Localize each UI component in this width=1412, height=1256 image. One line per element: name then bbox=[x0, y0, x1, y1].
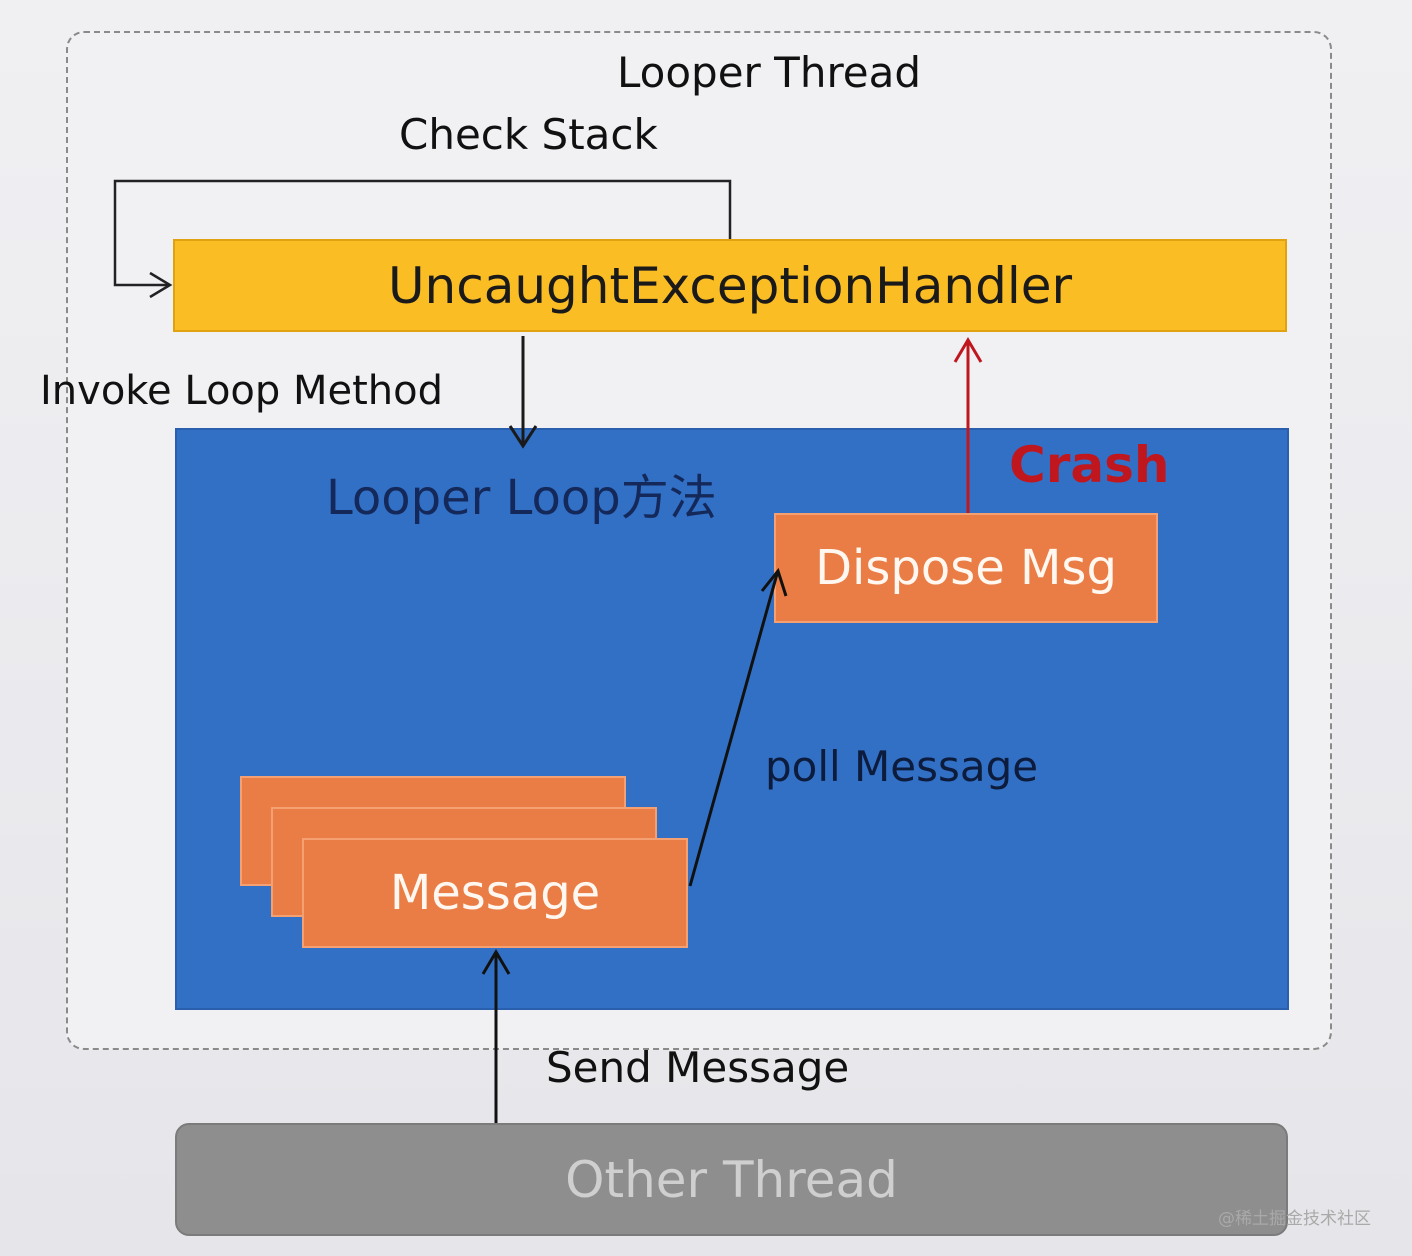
poll-message-label: poll Message bbox=[765, 742, 1039, 791]
other-thread-label: Other Thread bbox=[565, 1150, 898, 1209]
other-thread-box: Other Thread bbox=[175, 1123, 1288, 1236]
message-label: Message bbox=[389, 865, 601, 921]
uncaught-exception-handler-label: UncaughtExceptionHandler bbox=[387, 256, 1073, 315]
dispose-msg-label: Dispose Msg bbox=[815, 540, 1117, 596]
crash-label: Crash bbox=[1009, 436, 1170, 494]
invoke-loop-arrow bbox=[508, 336, 538, 449]
looper-loop-label: Looper Loop方法 bbox=[326, 470, 717, 526]
send-message-label: Send Message bbox=[546, 1043, 850, 1092]
dispose-msg-box: Dispose Msg bbox=[774, 513, 1158, 623]
crash-arrow bbox=[953, 337, 983, 513]
uncaught-exception-handler-box: UncaughtExceptionHandler bbox=[173, 239, 1287, 332]
poll-message-arrow bbox=[688, 567, 788, 887]
check-stack-label: Check Stack bbox=[399, 110, 658, 159]
invoke-loop-method-label: Invoke Loop Method bbox=[40, 368, 444, 414]
message-box: Message bbox=[302, 838, 688, 948]
watermark: @稀土掘金技术社区 bbox=[1218, 1209, 1371, 1229]
check-stack-loop-arrow bbox=[113, 179, 732, 299]
send-message-arrow bbox=[481, 949, 511, 1123]
looper-thread-label: Looper Thread bbox=[617, 48, 922, 97]
